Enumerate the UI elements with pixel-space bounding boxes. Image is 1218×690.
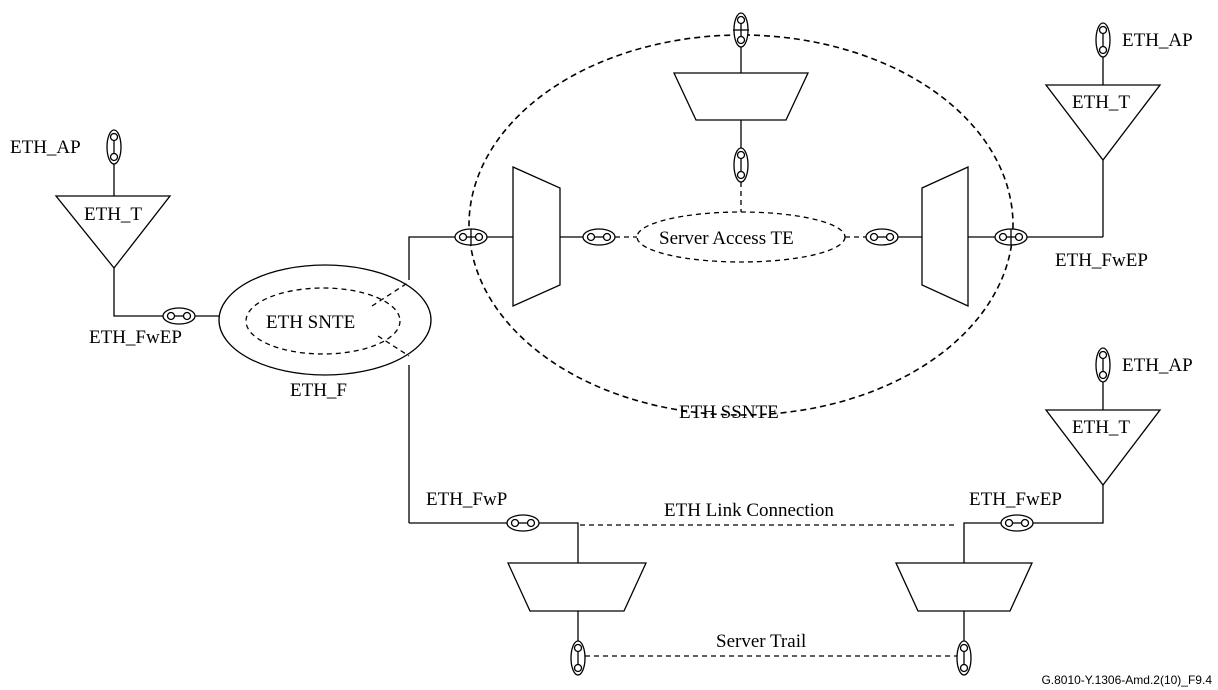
top-right-eth-t-triangle <box>1044 84 1162 162</box>
top-right-eth-ap-label: ETH_AP <box>1122 30 1193 51</box>
ssnte-right-port <box>994 228 1028 246</box>
figure-id: G.8010-Y.1306-Amd.2(10)_F9.4 <box>1041 673 1212 687</box>
eth-ssnte-ellipse <box>468 34 1014 416</box>
top-adaptation-trapezoid <box>672 72 810 121</box>
left-adaptation-trapezoid <box>512 165 561 308</box>
eth-snte-label: ETH SNTE <box>266 312 355 333</box>
bottom-left-adaptation-trapezoid <box>506 562 648 612</box>
ssnte-top-port <box>733 12 749 48</box>
left-eth-t-triangle <box>54 195 172 270</box>
left-eth-fwep-label: ETH_FwEP <box>89 327 182 348</box>
bottom-left-trail-port <box>570 640 586 676</box>
bottom-right-access-point <box>1095 347 1111 383</box>
bottom-right-adaptation-trapezoid <box>894 562 1034 612</box>
server-access-te-label: Server Access TE <box>659 228 794 249</box>
eth-f-label: ETH_F <box>290 380 347 401</box>
left-fwep-port <box>162 307 196 325</box>
left-eth-ap-label: ETH_AP <box>10 137 81 158</box>
server-access-top-port <box>733 147 749 183</box>
bottom-right-eth-t-label: ETH_T <box>1072 417 1130 438</box>
server-access-right-port <box>865 228 899 246</box>
eth-snte-ellipse <box>245 287 401 355</box>
server-access-left-port <box>582 228 616 246</box>
bottom-right-eth-t-triangle <box>1044 409 1162 487</box>
eth-f-ellipse <box>218 264 432 376</box>
bottom-right-eth-ap-label: ETH_AP <box>1122 355 1193 376</box>
top-right-access-point <box>1095 22 1111 58</box>
right-eth-fwep-label: ETH_FwEP <box>1055 250 1148 271</box>
left-eth-t-label: ETH_T <box>84 204 142 225</box>
left-access-point <box>106 129 122 165</box>
server-trail-label: Server Trail <box>716 631 806 652</box>
right-adaptation-trapezoid <box>921 165 969 308</box>
top-right-eth-t-label: ETH_T <box>1072 92 1130 113</box>
bottom-right-trail-port <box>956 640 972 676</box>
bottom-left-fwp-port <box>506 514 540 532</box>
ssnte-left-port <box>454 228 488 246</box>
eth-link-connection-label: ETH Link Connection <box>664 500 834 521</box>
bottom-right-eth-fwep-label: ETH_FwEP <box>969 489 1062 510</box>
eth-fwp-label: ETH_FwP <box>426 489 507 510</box>
eth-ssnte-label: ETH SSNTE <box>679 402 779 423</box>
bottom-right-fwep-port <box>1000 514 1034 532</box>
